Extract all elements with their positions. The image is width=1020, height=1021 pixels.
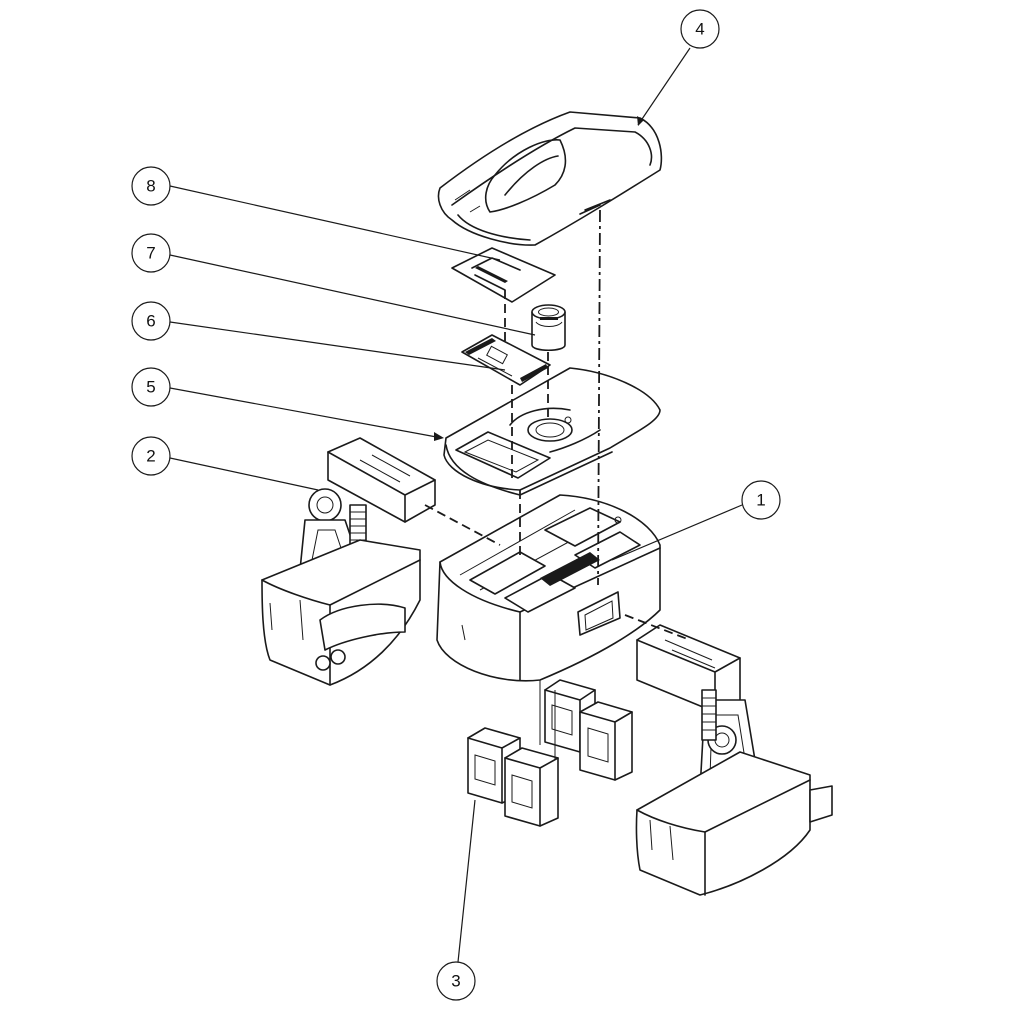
callout-balloon-4: 4 — [680, 9, 720, 49]
part-7-cylinder — [531, 304, 566, 352]
callout-label-5: 5 — [146, 378, 155, 397]
leader-2 — [169, 457, 319, 491]
leader-4 — [637, 47, 691, 126]
part-2-left-module — [261, 437, 436, 686]
callout-balloon-7: 7 — [131, 233, 171, 273]
part-5-mounting-plate — [443, 367, 661, 496]
callout-label-7: 7 — [146, 244, 155, 263]
callout-balloon-6: 6 — [131, 301, 171, 341]
callout-balloon-1: 1 — [741, 480, 781, 520]
leader-lines — [169, 47, 743, 963]
callout-balloon-2: 2 — [131, 436, 171, 476]
callout-balloon-3: 3 — [436, 961, 476, 1001]
assembly-lines — [424, 209, 691, 760]
part-4-top-cover — [437, 111, 663, 246]
callout-label-4: 4 — [695, 20, 704, 39]
right-module — [635, 624, 833, 896]
callout-label-6: 6 — [146, 312, 155, 331]
callout-balloon-8: 8 — [131, 166, 171, 206]
part-8-plate — [451, 247, 556, 303]
callout-label-3: 3 — [451, 972, 460, 991]
part-6-circuit-board — [461, 334, 551, 386]
callout-label-8: 8 — [146, 177, 155, 196]
callout-balloon-5: 5 — [131, 367, 171, 407]
part-3-blocks — [467, 679, 633, 827]
part-1-main-body — [436, 494, 661, 682]
leader-3 — [457, 799, 476, 963]
callout-label-1: 1 — [756, 491, 765, 510]
leader-6 — [169, 321, 506, 371]
leader-8 — [169, 185, 501, 261]
leader-5 — [169, 387, 443, 439]
leader-7 — [169, 254, 536, 336]
callout-label-2: 2 — [146, 447, 155, 466]
leader-1 — [611, 504, 743, 561]
